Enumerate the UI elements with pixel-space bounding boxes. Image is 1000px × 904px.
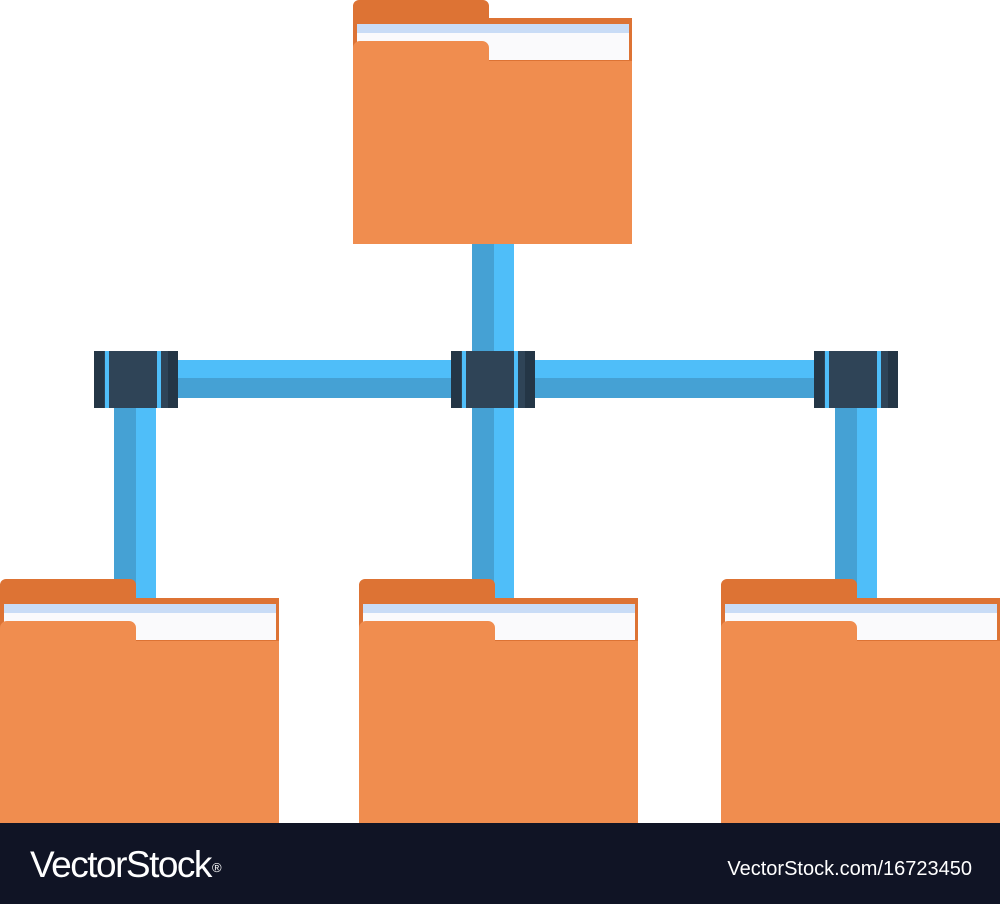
folder-icon: [721, 579, 1000, 823]
right-vertical-pipe: [835, 405, 877, 605]
pipe-joint-icon: [814, 351, 898, 408]
root-vertical-pipe: [472, 244, 514, 354]
left-vertical-pipe: [114, 405, 156, 605]
pipe-network: [114, 244, 877, 605]
brand-name: VectorStock: [30, 844, 212, 885]
center-vertical-pipe: [472, 405, 514, 605]
registered-mark: ®: [211, 860, 222, 875]
brand-logo: VectorStock®: [30, 843, 222, 887]
image-credit: VectorStock.com/16723450: [727, 858, 972, 880]
pipe-joint-icon: [94, 351, 178, 408]
folder-icon: [0, 579, 279, 823]
folder-icon: [359, 579, 638, 823]
watermark-footer-bar: VectorStock® VectorStock.com/16723450: [0, 823, 1000, 904]
folder-icon: [353, 0, 632, 244]
pipe-joint-icon: [451, 351, 535, 408]
folder-hierarchy-diagram: [0, 0, 1000, 823]
